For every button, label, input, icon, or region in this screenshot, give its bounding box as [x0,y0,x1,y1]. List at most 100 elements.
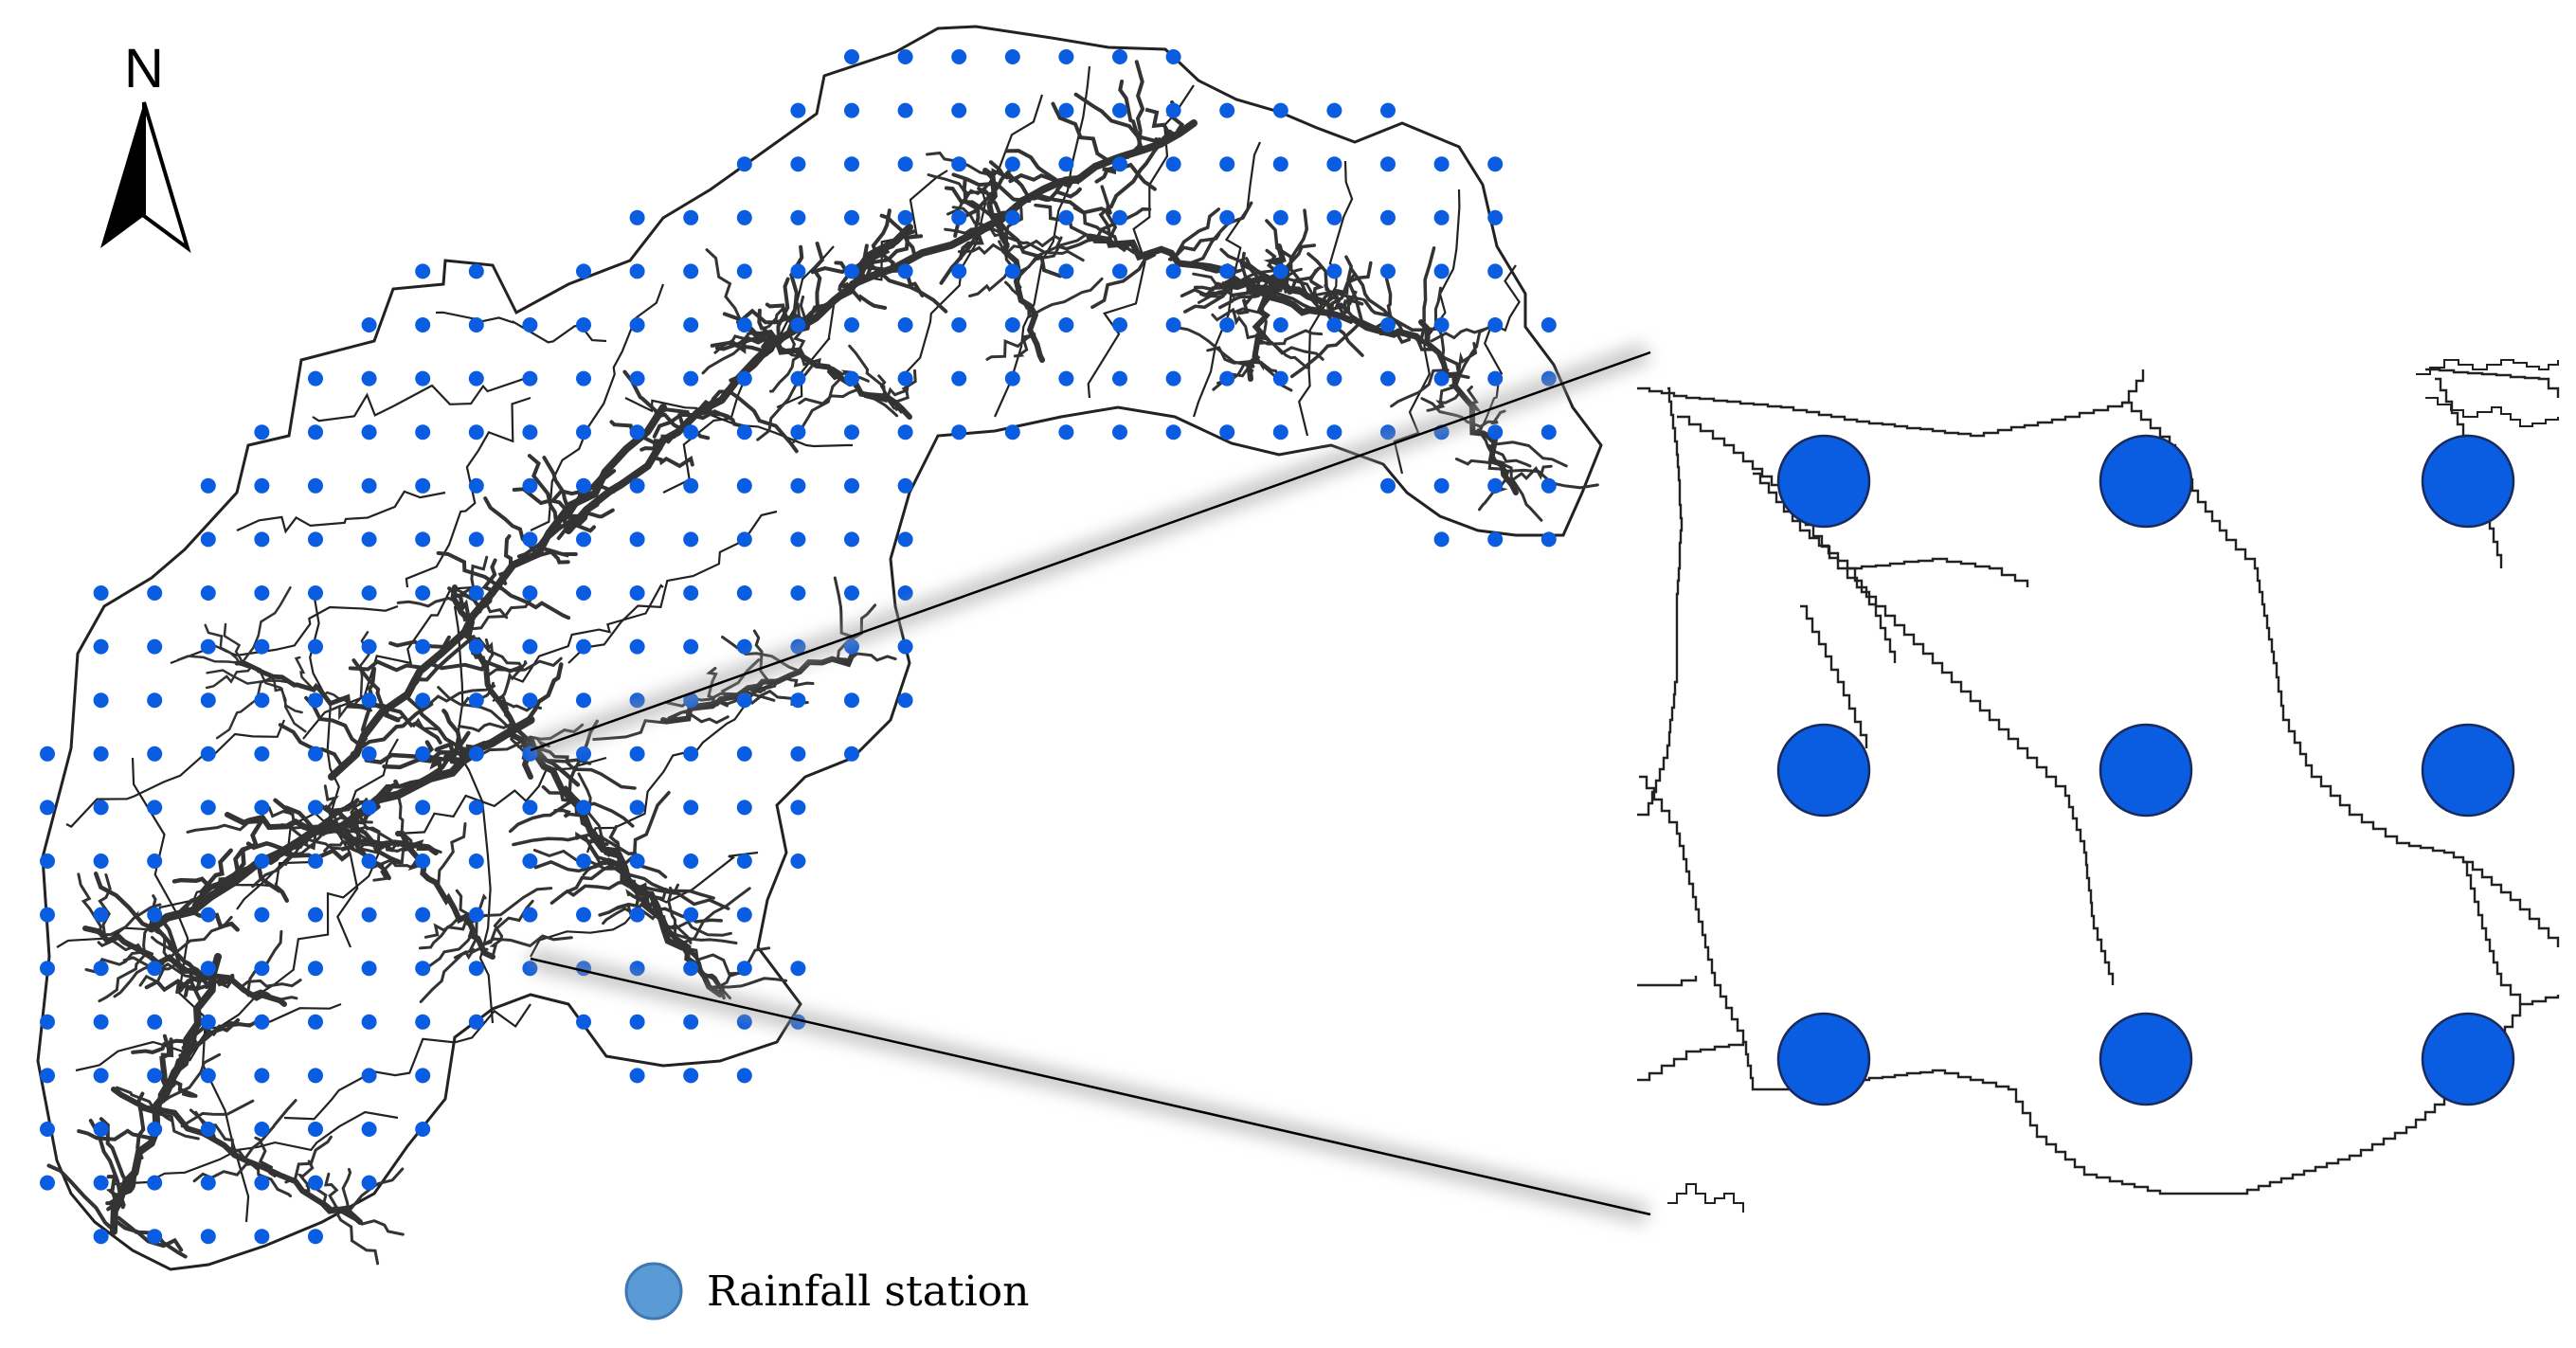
inset-boundary-line [1639,775,2560,1195]
rainfall-station-dot [522,854,538,869]
rainfall-station-dot [576,585,591,601]
rainfall-station-dot [415,477,431,494]
stream-branch [404,635,476,696]
stream-branch [837,652,897,662]
rainfall-station-dot [844,156,859,172]
rainfall-station-dot [200,477,216,494]
rainfall-station-dot [897,477,913,494]
rainfall-station-dot [683,263,699,279]
rainfall-station-dot [1272,156,1288,172]
rainfall-station-dot [790,424,806,440]
connector-line-bottom [530,957,1651,1216]
rainfall-station-dot [1433,209,1450,225]
rainfall-station-dot [1380,102,1396,118]
inset-boundary-line [2425,368,2560,398]
stream-branch [374,779,401,807]
rainfall-station-dot [951,102,967,118]
rainfall-station-dot [844,531,859,548]
rainfall-station-dot [200,1122,216,1137]
rainfall-station-dot [147,907,163,923]
rainfall-station-dot [93,1068,109,1084]
stream-branch [1004,194,1029,243]
rainfall-station-dot [415,692,431,709]
rainfall-station-dot [1004,370,1020,386]
stream-branch [395,715,438,731]
rainfall-station-dot [1004,102,1020,118]
rainfall-station-dot [1487,156,1504,172]
rainfall-station-dot [790,209,806,225]
rainfall-station-dot [1487,477,1504,494]
rainfall-station-dot [736,424,752,440]
stream-branch [667,886,677,941]
rainfall-station-dot [844,746,859,762]
rainfall-station-dot [308,961,323,977]
stream-branch [1344,255,1364,326]
rainfall-station-dot [1165,209,1181,225]
rainfall-station-dot [1326,370,1342,386]
rainfall-station-dot [1165,49,1181,64]
rainfall-station-dot [308,746,323,762]
rainfall-station-dot [361,585,377,601]
rainfall-station-dot [147,692,163,709]
connector-line-top [530,350,1651,752]
stream-branch [602,900,647,926]
rainfall-station-dot [147,746,163,762]
rainfall-station-dot [147,1175,163,1191]
stream-branch [466,887,553,926]
rainfall-station-dot [1058,370,1074,386]
rainfall-station-dot [790,692,806,709]
stream-branch [131,1038,189,1054]
north-label: N [124,38,164,99]
rainfall-station-dot [93,638,109,655]
rainfall-station-dot [93,746,109,762]
stream-branch [397,796,413,850]
stream-branch [841,281,888,310]
stream-branch [1008,172,1082,185]
stream-branch [556,502,600,541]
stream-branch [639,434,676,452]
rainfall-station-dot [1326,263,1342,279]
stream-branch [403,839,442,854]
inset-boundary-line [1677,415,2115,985]
rainfall-station-dot [790,102,806,118]
stream-branch [957,243,1010,256]
rainfall-station-dot [308,907,323,923]
rainfall-station-dot [1004,49,1020,64]
stream-branch [877,374,903,414]
stream-branch [77,1128,152,1141]
stream-branch [326,704,373,721]
stream-branch [437,822,467,888]
inset-rainfall-station [2099,434,2193,529]
rainfall-station-dot [522,800,538,816]
stream-branch [344,798,369,838]
stream-branch [1004,149,1069,186]
inset-boundary-line [1637,1042,1745,1082]
stream-branch [77,872,103,935]
stream-branch [1072,206,1119,246]
stream-branch [142,894,157,953]
rainfall-station-dot [415,263,431,279]
rainfall-station-dot [361,477,377,494]
rainfall-station-dot [522,477,538,494]
rainfall-station-dot [254,1068,270,1084]
rainfall-station-dot [1058,209,1074,225]
rainfall-station-dot [254,800,270,816]
stream-branch [93,872,154,930]
stream-branch [165,1031,198,1093]
rainfall-station-dot [790,531,806,548]
rainfall-station-dot [844,585,859,601]
stream-branch [1004,280,1031,317]
stream-branch [344,830,382,844]
inset-rainfall-station [2099,1012,2193,1106]
stream-branch [1426,390,1462,412]
stream-branch [802,280,858,323]
rainfall-station-dot [576,692,591,709]
rainfall-station-dot [200,961,216,977]
rainfall-station-dot [576,317,591,333]
legend-label: Rainfall station [707,1267,1030,1316]
rainfall-station-dot [736,638,752,655]
stream-branch [1481,431,1568,468]
rainfall-station-dot [40,1175,55,1191]
rainfall-station-dot [844,317,859,333]
rainfall-station-dot [790,370,806,386]
